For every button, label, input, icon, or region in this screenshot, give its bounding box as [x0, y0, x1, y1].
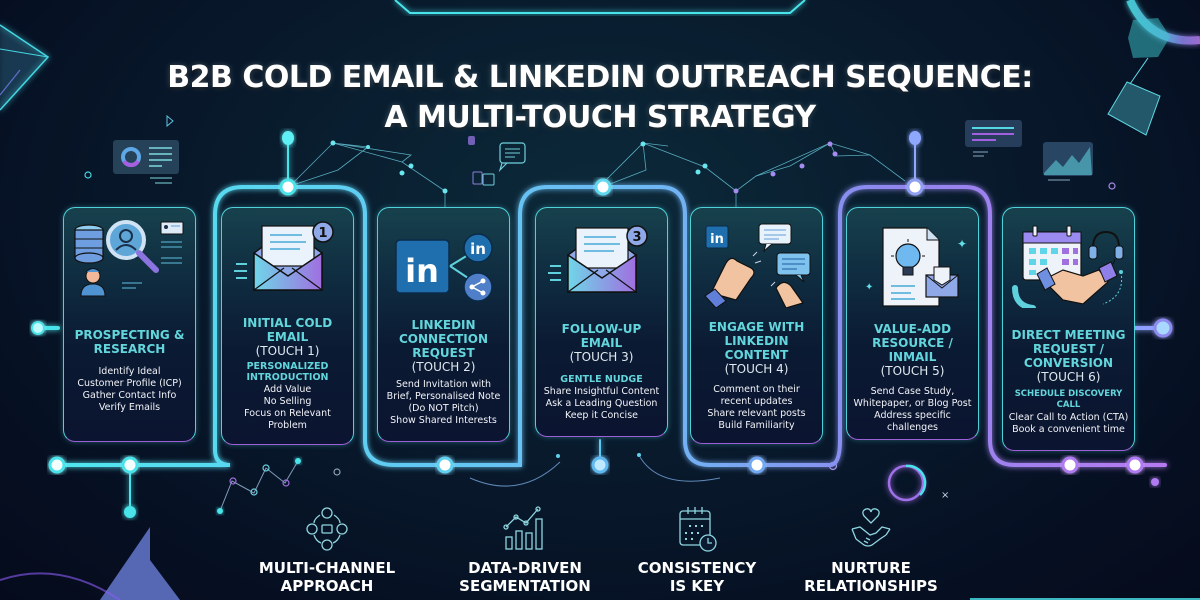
- step-body-line: Build Familiarity: [718, 420, 795, 431]
- pillar-label: MULTI-CHANNEL APPROACH: [258, 559, 396, 595]
- step-body-line: Clear Call to Action (CTA): [1008, 412, 1129, 423]
- pillar-nurture: NURTURE RELATIONSHIPS: [781, 505, 961, 595]
- step-body-line: Verify Emails: [98, 402, 161, 413]
- svg-text:✦: ✦: [865, 282, 873, 293]
- step-title: INITIAL COLD EMAIL: [242, 316, 333, 344]
- step-touch: (TOUCH 2): [411, 360, 476, 374]
- step-subtitle: GENTLE NUDGE: [560, 374, 643, 385]
- step-body-line: Problem: [268, 420, 307, 431]
- step-title: PROSPECTING & RESEARCH: [74, 328, 185, 356]
- pillar-label: CONSISTENCY IS KEY: [637, 559, 757, 595]
- step-card-value-add-resource: ✦ ✦ VALUE-ADD RESOURCE / INMAIL (TOUCH 5…: [846, 207, 979, 440]
- heart-handshake-icon: [851, 508, 891, 547]
- step-title: FOLLOW-UP EMAIL: [561, 322, 642, 350]
- pillar-multi-channel: MULTI-CHANNEL APPROACH: [237, 505, 417, 595]
- step-body-line: Comment on their: [713, 384, 800, 395]
- email-envelope-icon: 1: [222, 208, 353, 308]
- pillar-label: DATA-DRIVEN SEGMENTATION: [459, 559, 591, 595]
- step-touch: (TOUCH 6): [1036, 370, 1101, 384]
- step-body-line: Customer Profile (ICP): [77, 378, 182, 389]
- step-body-line: Share relevant posts: [707, 408, 806, 419]
- svg-text:in: in: [470, 240, 486, 258]
- step-body-line: Book a convenient time: [1012, 424, 1125, 435]
- svg-text:✦: ✦: [957, 237, 967, 251]
- step-body-line: Send Case Study,: [870, 386, 955, 397]
- step-title: DIRECT MEETING REQUEST / CONVERSION: [1011, 328, 1126, 370]
- step-body-line: Brief, Personalised Note: [386, 391, 501, 402]
- step-body-line: Ask a Leading Question: [545, 398, 658, 409]
- touch-badge: 3: [632, 230, 641, 245]
- step-body-line: Whitepaper, or Blog Post: [853, 398, 972, 409]
- step-subtitle: SCHEDULE DISCOVERY CALL: [1014, 389, 1123, 410]
- calendar-handshake-icon: [1003, 208, 1134, 311]
- bar-chart-trend-icon: [503, 506, 543, 550]
- touch-badge: 1: [318, 226, 327, 241]
- step-body-line: Send Invitation with: [396, 379, 491, 390]
- pillar-label: NURTURE RELATIONSHIPS: [804, 559, 938, 595]
- linkedin-connect-icon: in in: [378, 208, 509, 308]
- step-card-direct-meeting: DIRECT MEETING REQUEST / CONVERSION (TOU…: [1002, 207, 1135, 451]
- calendar-clock-icon: [679, 507, 717, 552]
- svg-text:×: ×: [941, 490, 949, 501]
- step-title: ENGAGE WITH LINKEDIN CONTENT: [708, 320, 805, 362]
- step-body: Clear Call to Action (CTA) Book a conven…: [1003, 412, 1134, 436]
- people-network-icon: [306, 507, 348, 551]
- page-title-line-2: A MULTI-TOUCH STRATEGY: [384, 100, 816, 135]
- step-body: Add Value No Selling Focus on Relevant P…: [222, 384, 353, 432]
- step-body-line: Show Shared Interests: [390, 415, 497, 426]
- step-body-line: Add Value: [263, 384, 312, 395]
- email-envelope-icon: 3: [536, 208, 667, 308]
- step-body-line: Identify Ideal: [98, 366, 161, 377]
- step-body-line: No Selling: [263, 396, 312, 407]
- step-card-engage-linkedin-content: in ENGAGE WITH LINKEDIN CONTENT (TOUCH 4…: [690, 207, 823, 444]
- page-title-line-1: B2B COLD EMAIL & LINKEDIN OUTREACH SEQUE…: [167, 60, 1033, 95]
- step-touch: (TOUCH 1): [255, 344, 320, 358]
- step-body-line: Focus on Relevant: [244, 408, 331, 419]
- step-body-line: Share Insightful Content: [543, 386, 660, 397]
- step-body-line: recent updates: [720, 396, 793, 407]
- step-touch: (TOUCH 3): [569, 350, 634, 364]
- step-body-line: Gather Contact Info: [82, 390, 177, 401]
- step-card-initial-cold-email: 1 INITIAL COLD EMAIL (TOUCH 1) PERSONALI…: [221, 207, 354, 445]
- step-title: LINKEDIN CONNECTION REQUEST: [399, 318, 488, 360]
- svg-text:in: in: [710, 232, 724, 247]
- step-body: Comment on their recent updates Share re…: [691, 384, 822, 432]
- step-body: Share Insightful Content Ask a Leading Q…: [536, 386, 667, 422]
- clapping-hands-comments-icon: in: [691, 208, 822, 309]
- step-body-line: Keep it Concise: [564, 410, 638, 421]
- step-subtitle: PERSONALIZED INTRODUCTION: [246, 361, 329, 383]
- step-body-line: challenges: [886, 422, 939, 433]
- step-touch: (TOUCH 5): [880, 364, 945, 378]
- step-body: Send Case Study, Whitepaper, or Blog Pos…: [847, 386, 978, 434]
- step-touch: (TOUCH 4): [724, 362, 789, 376]
- svg-text:in: in: [405, 252, 439, 290]
- step-card-linkedin-connection: in in LINKEDIN CONNECTION REQUEST (TOUCH…: [377, 207, 510, 442]
- step-body: Identify Ideal Customer Profile (ICP) Ga…: [64, 366, 195, 414]
- pillar-consistency: CONSISTENCY IS KEY: [607, 505, 787, 595]
- pillar-data-driven: DATA-DRIVEN SEGMENTATION: [435, 505, 615, 595]
- step-card-follow-up-email: 3 FOLLOW-UP EMAIL (TOUCH 3) GENTLE NUDGE…: [535, 207, 668, 437]
- step-card-prospecting: PROSPECTING & RESEARCH Identify Ideal Cu…: [63, 207, 196, 442]
- step-title: VALUE-ADD RESOURCE / INMAIL: [872, 322, 953, 364]
- step-body-line: Address specific: [874, 410, 951, 421]
- step-body-line: (Do NOT Pitch): [408, 403, 479, 414]
- step-body: Send Invitation with Brief, Personalised…: [378, 379, 509, 427]
- prospecting-research-icon: [64, 208, 195, 308]
- document-lightbulb-icon: ✦ ✦: [847, 208, 978, 308]
